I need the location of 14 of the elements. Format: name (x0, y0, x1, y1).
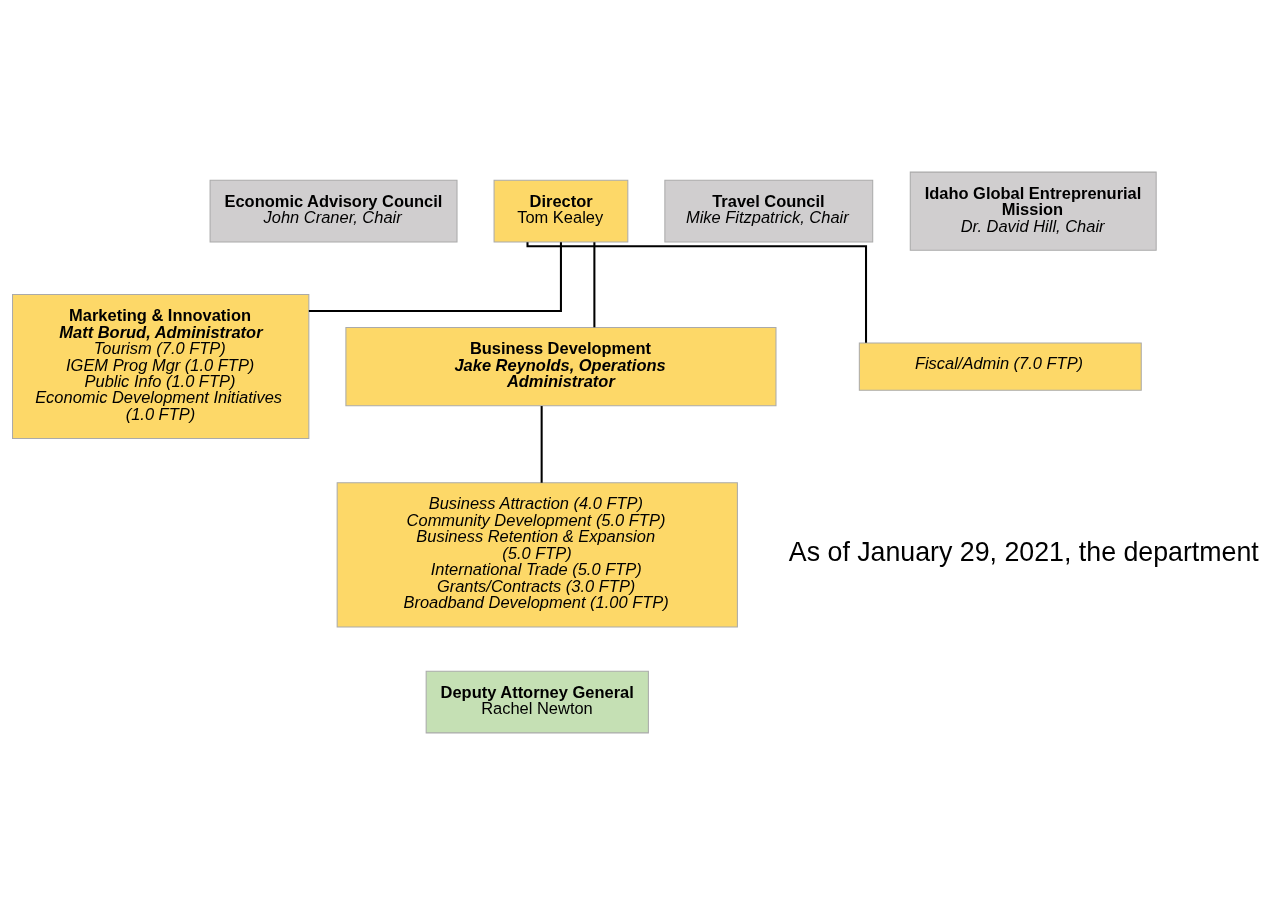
node-box: Business Development Jake Reynolds, Operations Administrator (345, 326, 777, 407)
connector (308, 242, 562, 313)
node-box: Idaho Global Entreprenurial Mission Dr. David Hill, Chair (909, 171, 1157, 251)
node-box: Director Tom Kealey (493, 179, 629, 243)
node-box: Fiscal/Admin (7.0 FTP) (858, 342, 1142, 391)
node-box: Economic Advisory Council John Craner, Chair (209, 179, 458, 243)
label: As of January 29, 2021, the department (788, 537, 1259, 568)
connector (526, 242, 868, 343)
connector (540, 406, 543, 483)
node-box: Travel Council Mike Fitzpatrick, Chair (664, 179, 874, 243)
node-box: Business Attraction (4.0 FTP) Community Development (5.0 FTP) Business Retention & Expansion (5.0 FTP) International Trade (5.0 FTP) Grants/Contracts (3.0 FTP) Broadband Development (1.00 FTP) (336, 482, 738, 628)
node-box: Marketing & Innovation Matt Borud, Administrator Tourism (7.0 FTP) IGEM Prog Mgr (1.0 FTP) Public Info (1.0 FTP) Economic Development Initiatives (1.0 FTP) (12, 294, 310, 440)
node-box: Deputy Attorney General Rachel Newton (425, 670, 649, 734)
connector (593, 242, 596, 328)
